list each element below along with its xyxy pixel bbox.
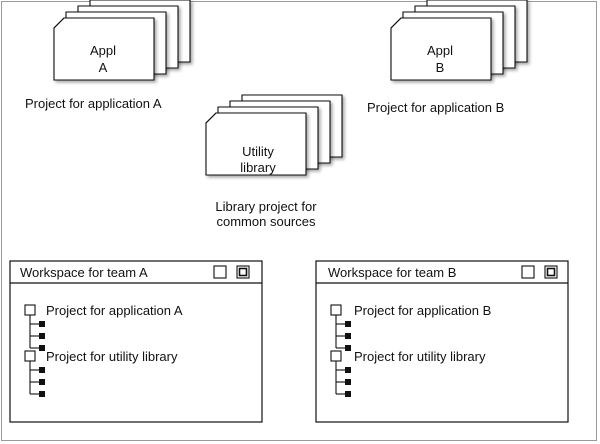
caption-utility-line1: Library project for xyxy=(215,199,317,214)
workspace-window-team-a: Workspace for team A Project for applica… xyxy=(9,260,263,423)
doc-label-line2: A xyxy=(99,60,108,75)
tree-leaf-icon[interactable] xyxy=(39,345,45,351)
tree-node-icon[interactable] xyxy=(24,350,36,362)
page-corner-fold xyxy=(205,112,217,124)
window-frame xyxy=(315,260,569,423)
caption-appl-b: Project for application B xyxy=(367,100,504,115)
doc-label-line1: Appl xyxy=(427,43,453,58)
tree-node-icon[interactable] xyxy=(24,304,36,316)
tree-leaf-icon[interactable] xyxy=(345,345,351,351)
tree-leaf-icon[interactable] xyxy=(345,391,351,397)
window-title: Workspace for team A xyxy=(20,265,148,280)
workspace-window-team-b: Workspace for team B Project for applica… xyxy=(315,260,569,423)
window-frame xyxy=(9,260,263,423)
tree-label-project-2: Project for utility library xyxy=(46,349,178,364)
project-tree xyxy=(24,304,45,397)
tree-leaf-icon[interactable] xyxy=(39,367,45,373)
minimize-icon[interactable] xyxy=(213,265,227,279)
maximize-icon[interactable] xyxy=(236,265,250,279)
tree-leaf-icon[interactable] xyxy=(39,379,45,385)
minimize-icon[interactable] xyxy=(521,265,535,279)
tree-node-icon[interactable] xyxy=(330,350,342,362)
tree-leaf-icon[interactable] xyxy=(345,333,351,339)
tree-leaf-icon[interactable] xyxy=(39,321,45,327)
page-corner-fold xyxy=(390,17,402,29)
doc-label-line2: B xyxy=(436,60,445,75)
caption-appl-a: Project for application A xyxy=(25,96,162,111)
doc-label-line1: Appl xyxy=(90,43,116,58)
tree-leaf-icon[interactable] xyxy=(39,391,45,397)
doc-stack-appl-b: Appl B xyxy=(390,0,528,81)
doc-stack-appl-a: Appl A xyxy=(53,0,191,81)
tree-leaf-icon[interactable] xyxy=(345,379,351,385)
window-title: Workspace for team B xyxy=(328,265,456,280)
page-corner-fold xyxy=(53,17,65,29)
tree-leaf-icon[interactable] xyxy=(39,333,45,339)
tree-leaf-icon[interactable] xyxy=(345,321,351,327)
tree-label-project-1: Project for application A xyxy=(46,303,183,318)
maximize-icon[interactable] xyxy=(544,265,558,279)
tree-leaf-icon[interactable] xyxy=(345,367,351,373)
tree-node-icon[interactable] xyxy=(330,304,342,316)
tree-label-project-1: Project for application B xyxy=(354,303,491,318)
doc-label-line1: Utility xyxy=(242,144,274,159)
tree-label-project-2: Project for utility library xyxy=(354,349,486,364)
project-tree xyxy=(330,304,351,397)
caption-utility-line2: common sources xyxy=(217,214,316,229)
doc-stack-utility-library: Utility library xyxy=(205,94,343,176)
doc-label-line2: library xyxy=(240,160,276,175)
